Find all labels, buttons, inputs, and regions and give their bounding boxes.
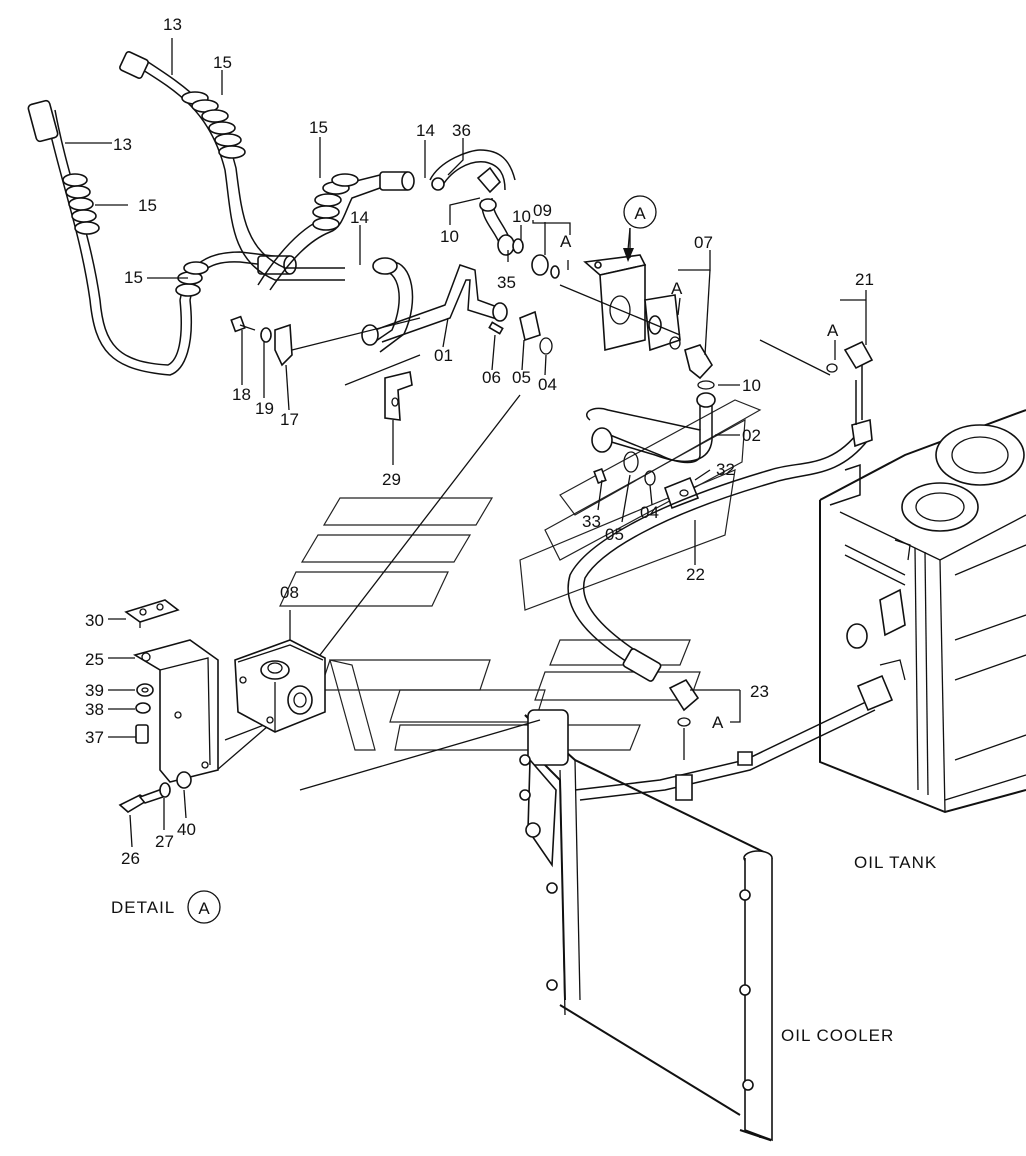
label-35: 35	[497, 273, 516, 292]
oil-cooler-caption: OIL COOLER	[781, 1026, 894, 1045]
clamp-and-bracket	[230, 315, 421, 421]
label-10-left: 10	[440, 227, 459, 246]
label-15-lower: 15	[124, 268, 143, 287]
label-38: 38	[85, 700, 104, 719]
label-23: 23	[750, 682, 769, 701]
label-a-1: A	[560, 232, 572, 251]
oil-tank-caption: OIL TANK	[854, 853, 937, 872]
label-06: 06	[482, 368, 501, 387]
label-09: 09	[533, 201, 552, 220]
block-assembly-top	[583, 254, 715, 390]
label-05-bottom: 05	[605, 525, 624, 544]
label-29: 29	[382, 470, 401, 489]
label-a-3: A	[827, 321, 839, 340]
part-labels: 13 15 13 15 15 15 14 14 36 10 10 09 A 35…	[85, 15, 874, 868]
label-a-4: A	[712, 713, 724, 732]
label-04-top: 04	[538, 375, 557, 394]
label-15-mid: 15	[309, 118, 328, 137]
label-27: 27	[155, 832, 174, 851]
label-18: 18	[232, 385, 251, 404]
label-32: 32	[716, 460, 735, 479]
detail-a-caption: DETAIL A	[111, 890, 221, 924]
label-21: 21	[855, 270, 874, 289]
label-10-right: 10	[742, 376, 761, 395]
pipe-01-assembly	[361, 149, 560, 355]
label-39: 39	[85, 681, 104, 700]
label-25: 25	[85, 650, 104, 669]
label-37: 37	[85, 728, 104, 747]
callout-a-letter: A	[634, 204, 646, 223]
label-13-top: 13	[163, 15, 182, 34]
label-19: 19	[255, 399, 274, 418]
label-08: 08	[280, 583, 299, 602]
label-14-left: 14	[350, 208, 369, 227]
detail-letter: A	[198, 899, 210, 918]
label-17: 17	[280, 410, 299, 429]
label-40: 40	[177, 820, 196, 839]
label-15-left: 15	[138, 196, 157, 215]
detail-label: DETAIL	[111, 898, 175, 917]
pipe-02-22	[567, 340, 874, 727]
label-01: 01	[434, 346, 453, 365]
hose-guard-rings-right	[181, 91, 246, 159]
label-a-2: A	[671, 279, 683, 298]
hoses-upper-left	[27, 51, 415, 376]
label-15-top: 15	[213, 53, 232, 72]
label-13-left: 13	[113, 135, 132, 154]
oil-cooler	[519, 659, 906, 1142]
label-04-bottom: 04	[640, 503, 659, 522]
label-33: 33	[582, 512, 601, 531]
label-26: 26	[121, 849, 140, 868]
callout-a: A	[623, 195, 657, 262]
label-14-top: 14	[416, 121, 435, 140]
label-10-mid: 10	[512, 207, 531, 226]
label-02: 02	[742, 426, 761, 445]
label-30: 30	[85, 611, 104, 630]
label-36: 36	[452, 121, 471, 140]
hose-guard-rings-left	[62, 173, 209, 297]
label-05-top: 05	[512, 368, 531, 387]
label-07: 07	[694, 233, 713, 252]
oil-tank	[819, 409, 1026, 814]
label-22: 22	[686, 565, 705, 584]
detail-a-assembly	[108, 599, 326, 848]
